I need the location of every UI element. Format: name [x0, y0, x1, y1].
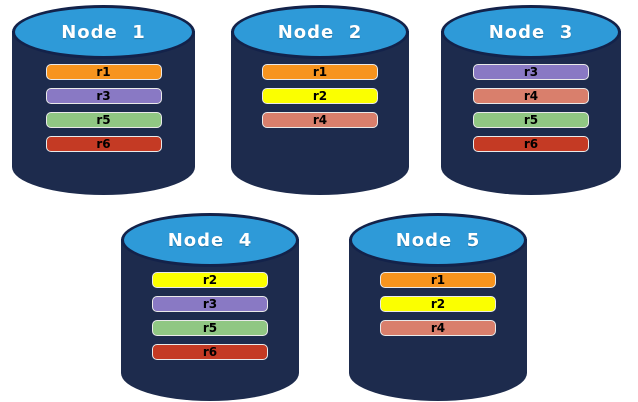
replica-label: r3: [96, 89, 111, 103]
replica-list: r1 r2 r4: [380, 272, 496, 336]
replica-bar: r3: [152, 296, 268, 312]
node-title: Node 5: [395, 229, 481, 251]
cylinder-top: Node 1: [12, 5, 195, 59]
replica-label: r5: [523, 113, 539, 127]
replica-bar: r6: [473, 136, 589, 152]
replica-bar: r3: [473, 64, 589, 80]
replica-label: r3: [523, 65, 539, 79]
cylinder-top: Node 5: [349, 213, 527, 267]
replica-label: r1: [96, 65, 111, 79]
cylinder-top: Node 4: [121, 213, 299, 267]
replica-bar: r2: [152, 272, 268, 288]
cylinder-top: Node 3: [441, 5, 621, 59]
node-title: Node 1: [61, 21, 146, 43]
replica-label: r6: [202, 345, 218, 359]
replica-label: r5: [96, 113, 111, 127]
node-title: Node 4: [167, 229, 253, 251]
replica-bar: r5: [152, 320, 268, 336]
replica-bar: r6: [152, 344, 268, 360]
node-5-cylinder: Node 5 r1 r2 r4: [349, 213, 527, 401]
node-title: Node 2: [277, 21, 363, 43]
replica-label: r1: [312, 65, 328, 79]
replica-bar: r1: [380, 272, 496, 288]
replica-label: r3: [202, 297, 218, 311]
replica-bar: r4: [380, 320, 496, 336]
replica-bar: r4: [473, 88, 589, 104]
replica-label: r2: [312, 89, 328, 103]
replica-list: r1 r3 r5 r6: [45, 64, 162, 152]
replica-bar: r6: [45, 136, 162, 152]
replica-list: r2 r3 r5 r6: [152, 272, 268, 360]
replica-bar: r4: [262, 112, 378, 128]
node-title: Node 3: [488, 21, 574, 43]
node-1-cylinder: Node 1 r1 r3 r5 r6: [12, 5, 195, 195]
replica-label: r6: [96, 137, 111, 151]
replica-list: r1 r2 r4: [262, 64, 378, 128]
replica-bar: r3: [45, 88, 162, 104]
replica-label: r4: [312, 113, 328, 127]
replica-label: r2: [430, 297, 446, 311]
replica-bar: r5: [45, 112, 162, 128]
replica-bar: r2: [380, 296, 496, 312]
replica-bar: r1: [45, 64, 162, 80]
replica-bar: r2: [262, 88, 378, 104]
replica-label: r4: [523, 89, 539, 103]
node-2-cylinder: Node 2 r1 r2 r4: [231, 5, 409, 195]
replica-list: r3 r4 r5 r6: [473, 64, 589, 152]
replica-label: r4: [430, 321, 446, 335]
replica-label: r1: [430, 273, 446, 287]
replica-label: r6: [523, 137, 539, 151]
replica-label: r5: [202, 321, 218, 335]
replica-bar: r5: [473, 112, 589, 128]
replica-label: r2: [202, 273, 218, 287]
node-4-cylinder: Node 4 r2 r3 r5 r6: [121, 213, 299, 401]
node-3-cylinder: Node 3 r3 r4 r5 r6: [441, 5, 621, 195]
replica-bar: r1: [262, 64, 378, 80]
cylinder-top: Node 2: [231, 5, 409, 59]
